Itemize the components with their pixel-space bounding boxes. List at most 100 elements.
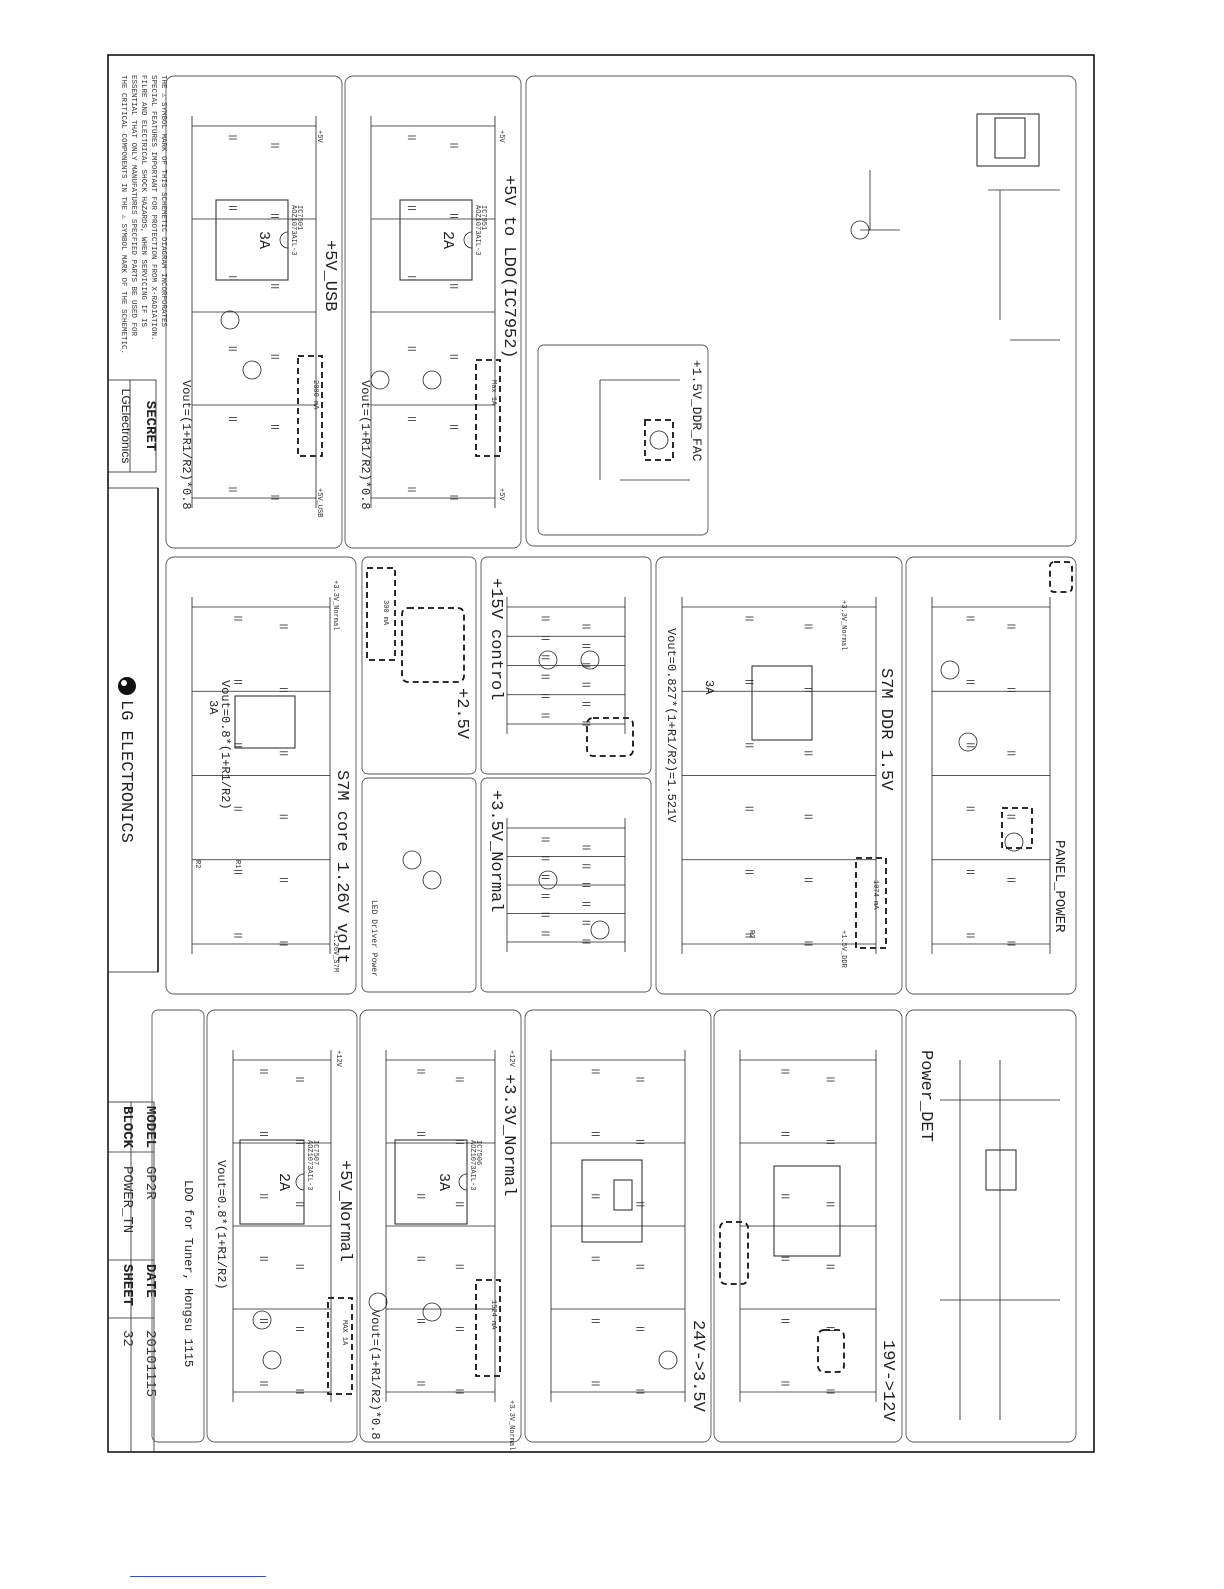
formula-s7m-ddr: Vout=0.827*(1+R1/R2)=1.521V [664,628,678,823]
transistor-symbol [262,1350,282,1370]
safety-note: THE ⚠ SYMBOL MARK OF THIS SCHEMETIC DIAG… [119,75,167,354]
block-15v [480,556,652,775]
svg-text:3A: 3A [702,680,716,695]
block-ldo5v [344,75,522,549]
block-titles: +5V_USB Vout=(1+R1/R2)*0.8 +5V to LDO(IC… [179,175,1067,1440]
svg-text:R1: R1 [233,860,241,868]
ic-packages: 3A AOZ1073AIL-3 IC7501 2A AOZ1073AIL-3 I… [206,113,1040,1257]
rail-labels: +5V +5V_USB +5V +5V +3.3V_Normal +1.26V_… [193,130,847,1450]
title-24-35: 24V->3.5V [688,1320,707,1413]
svg-text:IC7506: IC7506 [474,1140,482,1165]
title-s7m-core: S7M core 1.26V volt [332,770,351,964]
wiring [191,116,1060,1420]
svg-text:IC7501: IC7501 [295,205,303,230]
block-25v [361,556,477,775]
title-power-det: Power_DET [916,1050,935,1142]
footer-link-underline [130,1576,266,1577]
model-label: MODEL [142,1106,158,1148]
transistor-symbol [1004,832,1024,852]
lg-logo-icon [118,677,136,695]
transistor-symbol [422,370,442,390]
transistor-symbol [958,732,978,752]
svg-text:300 mA: 300 mA [381,600,389,626]
title-15v: +15V control [486,578,505,700]
svg-text:+1.26V_S7M: +1.26V_S7M [331,930,339,972]
formula-ldo5v: Vout=(1+R1/R2)*0.8 [358,380,372,510]
svg-text:1074 mA: 1074 mA [871,880,879,910]
block-s7m-core [165,556,357,995]
block-ddr-fac [537,344,709,536]
svg-text:IC7951: IC7951 [479,205,487,230]
sheet-label: SHEET [119,1264,135,1306]
title-25v: +2.5V [452,688,471,740]
svg-text:SPECIAL FEATURES IMPORTANT FOR: SPECIAL FEATURES IMPORTANT FOR PROTECTIO… [149,75,157,341]
svg-text:+5V: +5V [315,130,323,143]
ic-s7m-core [234,695,296,749]
svg-text:+3.3V_Normal: +3.3V_Normal [331,580,339,630]
formula-5v-normal: Vout=0.8*(1+R1/R2) [214,1160,228,1290]
svg-text:THE ⚠ SYMBOL MARK OF THIS SCHE: THE ⚠ SYMBOL MARK OF THIS SCHEMETIC DIAG… [159,75,167,328]
transistor-symbol [220,310,240,330]
block-ldo-tuner-side [151,1009,205,1443]
transistor-symbol [402,850,422,870]
title-block: MODEL GP2R BLOCK POWER_TN DATE 20101115 … [107,1101,158,1453]
formula-usb5v: Vout=(1+R1/R2)*0.8 [179,380,193,510]
transistor-symbol [242,360,262,380]
title-usb5v: +5V_USB [320,240,339,311]
block-value: POWER_TN [119,1166,135,1233]
block-5v-normal [206,1009,358,1443]
svg-text:AOZ1073AIL-3: AOZ1073AIL-3 [468,1140,476,1190]
svg-text:2A: 2A [275,1173,292,1191]
date-label: DATE [142,1264,158,1298]
transistor-symbol [538,870,558,890]
title-ldo5v: +5V to LDO(IC7952) [499,175,518,359]
block-usb5v [165,75,343,549]
block-35v [480,777,652,993]
block-power-det [905,1009,1077,1443]
transistor-symbol [538,650,558,670]
svg-text:2000 mA: 2000 mA [311,380,319,410]
company-box [107,487,159,973]
model-value: GP2R [142,1166,158,1200]
title-ddr-fac: +1.5V_DDR_FAC [689,360,704,462]
svg-text:IC7507: IC7507 [311,1140,319,1165]
transistor-symbol [422,870,442,890]
ddr-fac-fet-box [644,419,674,461]
svg-text:MAX 1A: MAX 1A [340,1320,348,1346]
svg-text:Max 1A: Max 1A [489,380,497,406]
ic-24-35 [581,1159,643,1243]
svg-text:AOZ1073AIL-3: AOZ1073AIL-3 [473,205,481,255]
block-panel-power [905,556,1077,995]
secret-label: SECRET [142,401,158,451]
company-name: LG ELECTRONICS [116,700,135,843]
svg-text:3A: 3A [206,700,220,715]
brand-label: LGElectronics [119,389,133,464]
title-panel-power: PANEL_POWER [1051,840,1067,933]
svg-text:+5V: +5V [497,488,505,501]
ic-33v-normal [394,1139,468,1225]
date-value: 20101115 [142,1330,158,1397]
svg-text:+12V: +12V [334,1050,342,1068]
svg-text:AOZ1073AIL-3: AOZ1073AIL-3 [289,205,297,255]
block-top-right [525,75,1077,547]
title-33v-normal: +3.3V_Normal [499,1074,518,1196]
svg-text:+12V: +12V [507,1050,515,1068]
ic-ldo [399,199,473,281]
svg-text:2A: 2A [439,231,456,249]
block-19-12 [713,1009,903,1443]
transistor-symbol [590,920,610,940]
svg-text:3A: 3A [255,231,272,249]
svg-text:FILRE AND ELECTRICAL SHOCK HAZ: FILRE AND ELECTRICAL SHOCK HAZARDS, WHEN… [139,75,147,328]
svg-text:+3.3V_Normal: +3.3V_Normal [507,1400,515,1450]
ic-usb [215,199,289,281]
title-35v: +3.5V_Normal [486,790,505,912]
title-19-12: 19V->12V [878,1340,897,1422]
svg-text:ESSENTIAL THAT ONLY MANUFATURE: ESSENTIAL THAT ONLY MANUFATURES SPECFIED… [129,75,137,337]
transistor-symbol [580,650,600,670]
ic-s7m-ddr [751,665,813,741]
sheet-value: 32 [119,1330,135,1347]
svg-text:1524 mA: 1524 mA [489,1300,497,1330]
secret-box [107,379,157,473]
svg-text:+5V_USB: +5V_USB [315,488,323,517]
